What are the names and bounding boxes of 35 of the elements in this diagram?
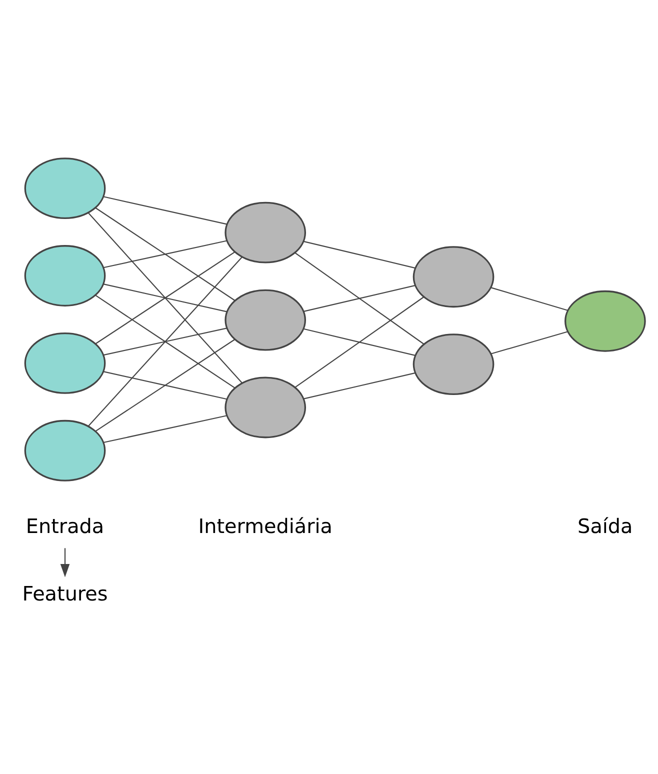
connector [103, 196, 227, 225]
connector [304, 372, 416, 400]
node-ellipse [564, 290, 646, 352]
node-ellipse [224, 202, 306, 264]
connector [95, 207, 236, 301]
connector [95, 252, 235, 344]
connector [304, 240, 416, 269]
connector [491, 331, 568, 354]
connector [294, 296, 424, 388]
connector [88, 256, 242, 426]
connector [304, 328, 416, 356]
connector [294, 252, 424, 344]
connector [304, 284, 416, 312]
node-ellipse [24, 245, 106, 306]
node-ellipse [412, 334, 494, 396]
node-text: Saída [578, 515, 633, 538]
node-ellipse [24, 158, 106, 220]
node-ellipse [224, 376, 306, 438]
connector [103, 415, 227, 444]
connector [103, 370, 227, 400]
node-text: Features [22, 582, 108, 606]
node-ellipse [24, 420, 106, 482]
node-ellipse [412, 246, 494, 308]
connector [95, 294, 236, 388]
connector [490, 287, 568, 311]
node-text: Intermediária [198, 515, 332, 538]
connector [103, 284, 227, 312]
arrow [60, 548, 70, 578]
connector [103, 240, 227, 268]
connector [95, 339, 235, 432]
node-ellipse [24, 332, 106, 394]
connector [103, 328, 227, 356]
connector [88, 212, 242, 384]
node-text: Entrada [26, 515, 104, 538]
node-ellipse [224, 289, 306, 351]
